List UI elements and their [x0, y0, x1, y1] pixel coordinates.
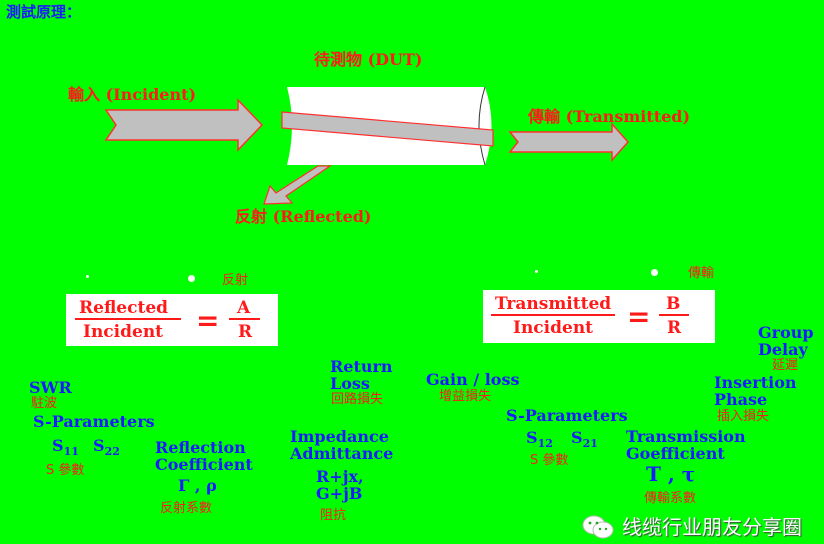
gain-loss-cn: 增益損失 — [439, 389, 492, 404]
fraction-line — [491, 314, 615, 316]
s-cn: S 參數 — [530, 453, 569, 468]
dot — [188, 275, 195, 282]
transmitted-label: 傳輸 (Transmitted) — [528, 107, 691, 126]
subscript: 12 — [537, 437, 553, 451]
reflected-label: 反射 (Reflected) — [235, 207, 372, 226]
ratio-num: A — [237, 298, 251, 318]
gain-loss-label: Gain / loss — [426, 370, 520, 389]
fraction-line — [75, 318, 181, 320]
s-parameters-label: S-Parameters — [33, 412, 155, 431]
return-loss-label: Loss — [330, 374, 370, 393]
dot — [86, 275, 89, 278]
swr-cn: 駐波 — [31, 396, 58, 411]
reflection-coefficient-label: Reflection — [155, 438, 246, 457]
equals: = — [196, 304, 220, 337]
transmission-formula: Transmitted Incident = B R — [483, 290, 715, 343]
transmission-coefficient-label: Goefficient — [626, 444, 725, 463]
ratio-den: R — [667, 318, 682, 338]
subscript: 21 — [582, 437, 598, 451]
transmission-symbols: T , τ — [646, 462, 696, 486]
s-cn: S 參數 — [46, 463, 85, 478]
transmission-cn-label: 傳輸 — [688, 266, 715, 281]
s22-label: S22 — [93, 436, 120, 459]
group-delay-label: Group — [758, 323, 814, 342]
watermark: 线缆行业朋友分享圈 — [582, 514, 802, 540]
swr-label: SWR — [29, 378, 72, 397]
impedance-formula: R+jx, — [316, 467, 364, 486]
transmission-coefficient-label: Transmission — [626, 427, 746, 446]
fraction-line — [659, 314, 689, 316]
fraction-line — [229, 318, 260, 320]
incident-arrow — [104, 98, 264, 152]
ratio-den: R — [238, 322, 253, 342]
s-symbol: S — [93, 436, 105, 455]
group-delay-label: Delay — [758, 340, 808, 359]
reflected-arrow — [263, 165, 332, 205]
insertion-cn: 插入損失 — [717, 409, 770, 424]
s-symbol: S — [52, 436, 64, 455]
reflection-formula: Reflected Incident = A R — [66, 294, 278, 346]
group-delay-cn: 延遲 — [772, 358, 799, 373]
s12-label: S12 — [526, 428, 553, 451]
s-parameters-label: S-Parameters — [506, 406, 628, 425]
wechat-icon — [582, 515, 614, 539]
dut-label: 待測物 (DUT) — [314, 50, 423, 69]
numerator: Reflected — [79, 298, 169, 318]
insertion-phase-label: Insertion — [714, 373, 797, 392]
dut-cylinder-end — [478, 86, 486, 166]
watermark-text: 线缆行业朋友分享圈 — [622, 515, 802, 539]
admittance-label: Admittance — [290, 444, 394, 463]
return-loss-label: Return — [330, 357, 393, 376]
insertion-phase-label: Phase — [714, 390, 768, 409]
reflection-coefficient-cn: 反射系數 — [160, 501, 213, 516]
denominator: Incident — [513, 318, 594, 338]
subscript: 11 — [63, 445, 79, 459]
impedance-cn: 阻抗 — [320, 508, 347, 523]
admittance-formula: G+jB — [316, 484, 363, 503]
reflection-cn-label: 反射 — [222, 273, 249, 288]
dot — [651, 269, 658, 276]
dut-line — [281, 111, 494, 147]
s-symbol: S — [526, 428, 538, 447]
s11-label: S11 — [52, 436, 79, 459]
s21-label: S21 — [571, 428, 598, 451]
reflection-symbols: Γ , ρ — [178, 476, 217, 495]
page-title: 測試原理： — [6, 3, 82, 21]
numerator: Transmitted — [495, 294, 612, 314]
subscript: 22 — [104, 445, 120, 459]
denominator: Incident — [83, 322, 164, 342]
return-loss-cn: 回路損失 — [331, 392, 384, 407]
incident-label: 輸入 (Incident) — [68, 85, 197, 104]
transmission-coefficient-cn: 傳輸系數 — [644, 491, 697, 506]
ratio-num: B — [666, 294, 681, 314]
s-symbol: S — [571, 428, 583, 447]
impedance-label: Impedance — [290, 427, 389, 446]
reflection-coefficient-label: Coefficient — [155, 455, 253, 474]
transmitted-arrow — [508, 122, 630, 162]
dot — [535, 270, 538, 273]
equals: = — [627, 300, 651, 333]
